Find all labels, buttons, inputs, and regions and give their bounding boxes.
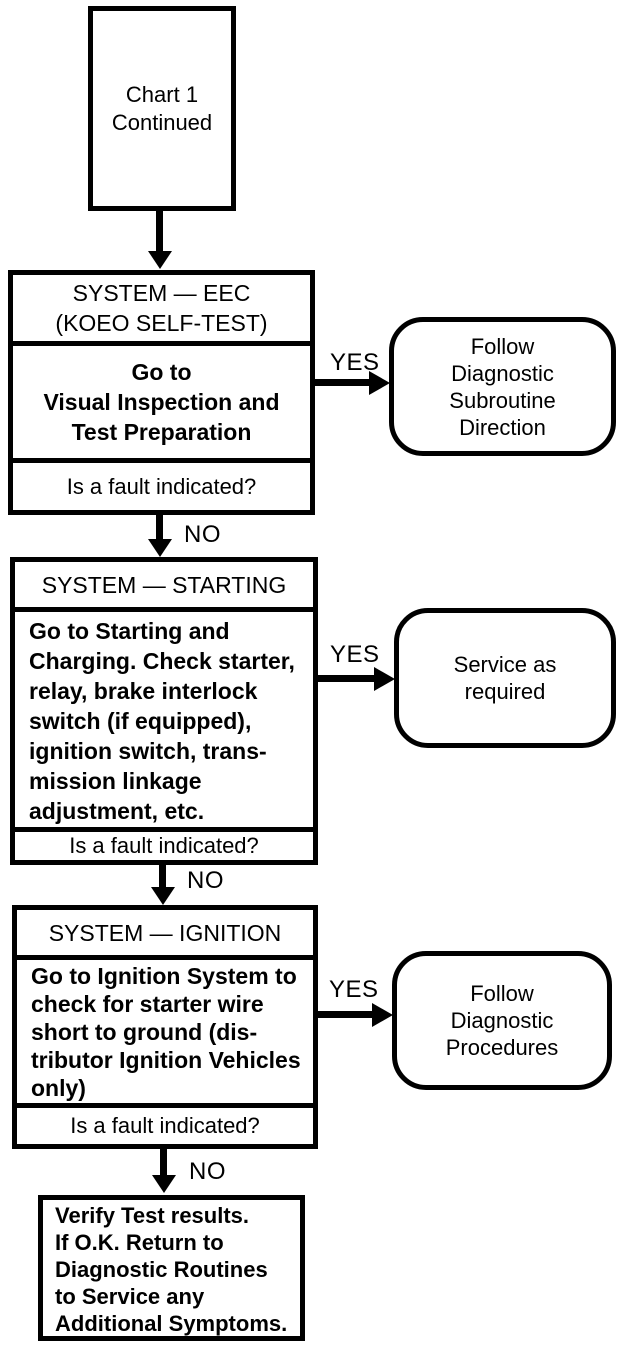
- arrow-down-icon: [156, 514, 163, 541]
- step-1-question: Is a fault indicated?: [8, 458, 315, 515]
- arrow-down-head-icon: [152, 1175, 176, 1193]
- no-label: NO: [184, 521, 221, 548]
- step-2-body: Go to Starting and Charging. Check start…: [10, 607, 318, 832]
- arrow-down-icon: [159, 864, 166, 890]
- arrow-down-icon: [156, 209, 163, 253]
- step-1-header: SYSTEM — EEC (KOEO SELF-TEST): [8, 270, 315, 346]
- yes-label: YES: [330, 641, 380, 668]
- arrow-right-icon: [316, 1011, 372, 1018]
- arrow-right-head-icon: [369, 371, 390, 395]
- step-1-action-box: Follow Diagnostic Subroutine Direction: [389, 317, 616, 456]
- end-box: Verify Test results. If O.K. Return to D…: [38, 1195, 305, 1341]
- arrow-down-head-icon: [148, 251, 172, 269]
- arrow-right-icon: [313, 379, 371, 386]
- step-2-question: Is a fault indicated?: [10, 827, 318, 865]
- no-label: NO: [187, 867, 224, 894]
- arrow-down-head-icon: [151, 887, 175, 905]
- step-1-body: Go to Visual Inspection and Test Prepara…: [8, 341, 315, 463]
- step-3-action-box: Follow Diagnostic Procedures: [392, 951, 612, 1090]
- step-3-header: SYSTEM — IGNITION: [12, 905, 318, 960]
- arrow-right-head-icon: [372, 1003, 393, 1027]
- step-2-action-box: Service as required: [394, 608, 616, 748]
- arrow-down-head-icon: [148, 539, 172, 557]
- start-box: Chart 1 Continued: [88, 6, 236, 211]
- arrow-right-icon: [316, 675, 374, 682]
- step-3-question: Is a fault indicated?: [12, 1103, 318, 1149]
- step-3-body: Go to Ignition System to check for start…: [12, 955, 318, 1108]
- yes-label: YES: [329, 976, 379, 1003]
- arrow-down-icon: [160, 1148, 167, 1176]
- no-label: NO: [189, 1158, 226, 1185]
- step-2-header: SYSTEM — STARTING: [10, 557, 318, 612]
- arrow-right-head-icon: [374, 667, 395, 691]
